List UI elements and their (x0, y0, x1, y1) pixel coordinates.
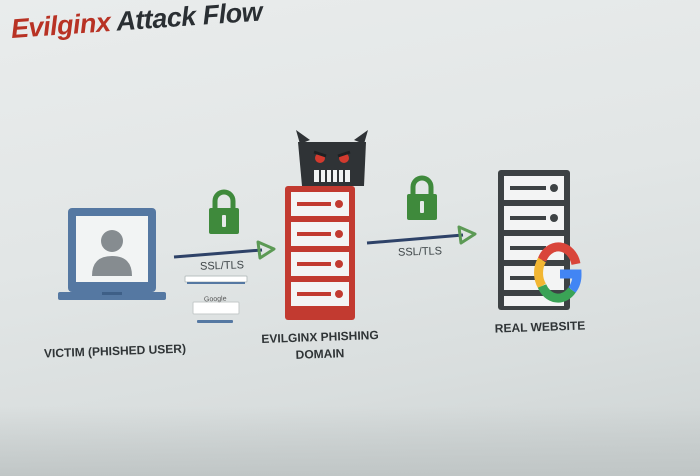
slide-title: Evilginx Attack Flow (10, 0, 263, 45)
evil-monster-icon (296, 130, 368, 186)
arrow-right-icon (173, 240, 276, 260)
real-website-label: REAL WEBSITE (494, 318, 586, 336)
lock-icon (209, 189, 239, 234)
phishing-label-line1: EVILGINX PHISHING (261, 327, 379, 347)
browser-preview (184, 275, 248, 323)
laptop-user-icon (58, 208, 166, 300)
arrow-label: SSL/TLS (199, 259, 245, 273)
arrow-label: SSL/TLS (397, 245, 443, 259)
phishing-label-line2: DOMAIN (295, 346, 345, 362)
google-g-icon (534, 242, 582, 303)
title-rest: Attack Flow (109, 0, 264, 37)
title-accent: Evilginx (10, 7, 112, 44)
arrow-right-icon (366, 225, 477, 245)
lock-icon (407, 175, 437, 220)
mini-google-logo: Google (203, 295, 227, 304)
victim-label: VICTIM (PHISHED USER) (43, 341, 187, 361)
photo-vignette (0, 406, 700, 476)
server-icon (285, 186, 355, 320)
